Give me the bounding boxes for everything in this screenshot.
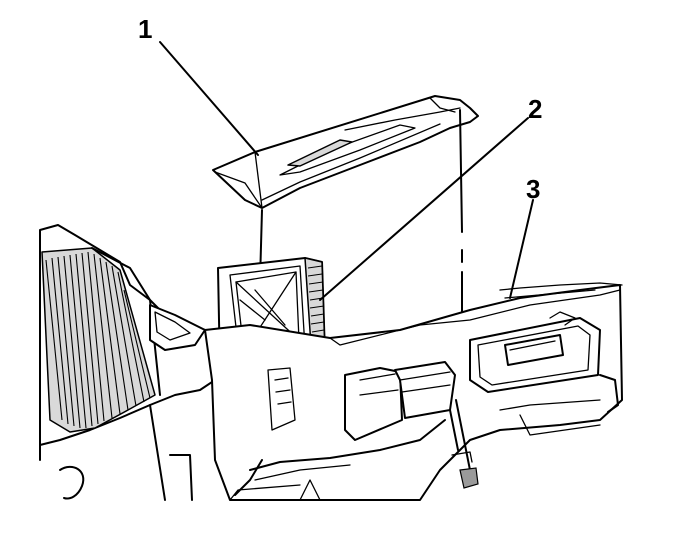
- cover-panel: [212, 95, 479, 209]
- leader-lines: [159, 41, 534, 301]
- callout-label-3: 3: [526, 174, 540, 204]
- callout-label-2: 2: [528, 94, 542, 124]
- instrument-panel: [204, 282, 623, 501]
- left-housing: [39, 224, 216, 501]
- filter-element-hatching: [45, 251, 151, 429]
- callout-label-1: 1: [138, 14, 152, 44]
